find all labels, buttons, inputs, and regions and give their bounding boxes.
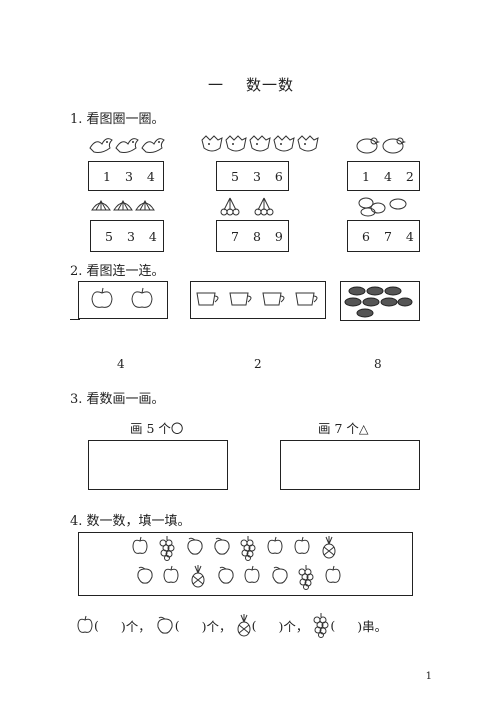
match-number[interactable]: 4	[117, 357, 125, 371]
q1-chick-group	[354, 134, 406, 156]
q1-choice-box: 1 3 4	[88, 161, 164, 191]
choice-number[interactable]: 3	[252, 168, 261, 184]
question-1-label: 1. 看图圈一圈。	[70, 112, 165, 127]
q4-fruit-box	[78, 532, 413, 596]
q1-shell-group	[90, 196, 156, 216]
pineapple-icon	[322, 536, 336, 559]
choice-number[interactable]: 7	[231, 228, 239, 244]
q1-choice-box: 1 4 2	[347, 161, 420, 191]
q1-choice-box: 6 7 4	[347, 220, 420, 252]
q1-potato-group	[356, 194, 408, 218]
choice-number[interactable]: 4	[405, 228, 414, 244]
apple-icon	[244, 565, 260, 583]
q1-choice-box: 7 8 9	[216, 220, 289, 252]
chick-icon	[380, 134, 406, 156]
q2-cup-box[interactable]	[190, 281, 326, 319]
match-number[interactable]: 8	[374, 357, 382, 371]
cup-icon	[228, 290, 256, 308]
fish-icon	[248, 134, 272, 156]
shell-icon	[90, 196, 112, 216]
apple-icon	[325, 565, 341, 583]
q4-answer-line: ( )个， ( )个， ( )个， ( )串。	[76, 612, 387, 638]
page-title: 一数一数	[207, 76, 295, 94]
bird-icon	[114, 134, 140, 156]
q1-bird-group	[88, 134, 166, 156]
q1-choice-box: 5 3 6	[216, 161, 289, 191]
choice-number[interactable]: 3	[126, 228, 135, 244]
choice-number[interactable]: 5	[231, 168, 239, 184]
choice-number[interactable]: 9	[274, 228, 283, 244]
q2-bean-box[interactable]	[340, 281, 420, 321]
choice-number[interactable]: 4	[146, 168, 155, 184]
choice-number[interactable]: 1	[362, 168, 370, 184]
question-3-label: 3. 看数画一画。	[70, 392, 165, 407]
choice-number[interactable]: 2	[405, 168, 414, 184]
peach-icon	[155, 615, 175, 635]
choice-number[interactable]: 7	[383, 228, 392, 244]
apple-icon	[132, 536, 148, 554]
fish-icon	[200, 134, 224, 156]
divider	[70, 319, 80, 320]
bean-icon	[344, 286, 413, 318]
q1-cherry-group	[216, 196, 278, 218]
fish-icon	[224, 134, 248, 156]
grape-icon	[298, 565, 314, 590]
cherry-icon	[250, 196, 278, 218]
q1-choice-box: 5 3 4	[90, 220, 164, 252]
grape-icon	[240, 536, 256, 561]
draw-instruction-circle: 画 5 个〇	[130, 421, 184, 436]
bird-icon	[140, 134, 166, 156]
cup-icon	[261, 290, 289, 308]
fish-icon	[272, 134, 296, 156]
peach-icon	[137, 566, 153, 584]
choice-number[interactable]: 3	[124, 168, 133, 184]
grape-icon	[312, 612, 330, 638]
peach-icon	[272, 566, 288, 584]
pineapple-icon	[191, 565, 205, 588]
choice-number[interactable]: 4	[383, 168, 392, 184]
apple-icon	[163, 565, 179, 583]
draw-area-circle[interactable]	[88, 440, 228, 490]
apple-icon	[76, 615, 94, 635]
cherry-icon	[216, 196, 244, 218]
choice-number[interactable]: 6	[274, 168, 283, 184]
question-2-label: 2. 看图连一连。	[70, 264, 165, 279]
peach-icon	[214, 537, 230, 555]
draw-instruction-triangle: 画 7 个△	[318, 421, 369, 436]
choice-number[interactable]: 5	[105, 228, 113, 244]
cup-icon	[294, 290, 322, 308]
choice-number[interactable]: 4	[148, 228, 157, 244]
q2-apple-box[interactable]	[78, 281, 168, 319]
shell-icon	[134, 196, 156, 216]
cup-icon	[195, 290, 223, 308]
page-number: 1	[425, 671, 432, 682]
apple-icon	[267, 536, 283, 554]
draw-area-triangle[interactable]	[280, 440, 420, 490]
choice-number[interactable]: 8	[252, 228, 261, 244]
apple-icon	[294, 536, 310, 554]
choice-number[interactable]: 6	[362, 228, 370, 244]
grape-icon	[159, 536, 175, 561]
peach-icon	[218, 566, 234, 584]
choice-number[interactable]: 1	[103, 168, 111, 184]
match-number[interactable]: 2	[254, 357, 262, 371]
q1-fish-group	[200, 134, 320, 156]
apple-icon	[89, 287, 115, 311]
question-4-label: 4. 数一数，填一填。	[70, 514, 191, 529]
fruit-grid	[132, 536, 341, 590]
chick-icon	[354, 134, 380, 156]
pineapple-icon	[236, 613, 252, 637]
bird-icon	[88, 134, 114, 156]
apple-icon	[129, 287, 155, 311]
shell-icon	[112, 196, 134, 216]
fish-icon	[296, 134, 320, 156]
peach-icon	[187, 537, 203, 555]
